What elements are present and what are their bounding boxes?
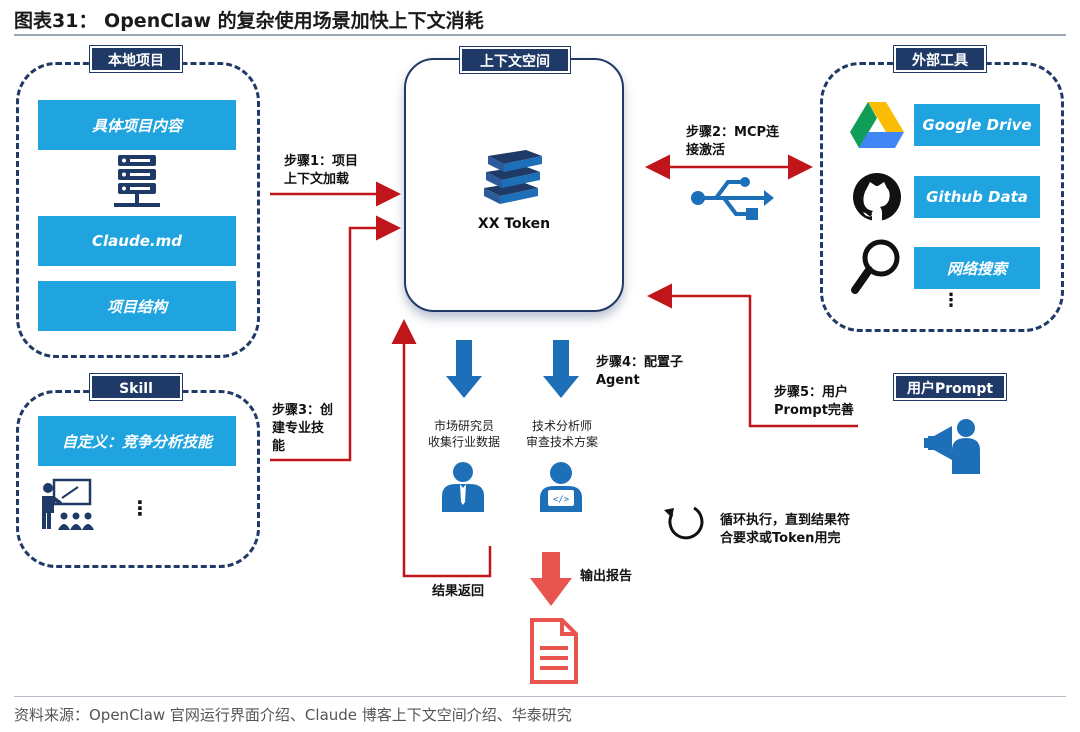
tech-analyst-icon: </> xyxy=(540,462,582,512)
market-researcher-icon xyxy=(442,462,484,512)
external-tools-tag: 外部工具 xyxy=(893,45,987,73)
google-drive-icon xyxy=(850,100,904,150)
step5-arrow xyxy=(647,283,858,428)
svg-text:</>: </> xyxy=(553,495,570,505)
books-icon xyxy=(478,142,544,204)
title-divider xyxy=(14,34,1066,36)
teacher-icon xyxy=(40,478,94,532)
github-icon xyxy=(852,170,902,224)
project-structure-box: 项目结构 xyxy=(38,281,236,331)
output-report-label: 输出报告 xyxy=(580,569,633,584)
result-return-label: 结果返回 xyxy=(432,584,485,599)
project-content-box: 具体项目内容 xyxy=(38,100,236,150)
custom-skill-box: 自定义：竞争分析技能 xyxy=(38,416,236,466)
skill-ellipsis: ⋮ xyxy=(130,496,150,520)
report-document-icon xyxy=(530,618,578,684)
user-prompt-tag: 用户Prompt xyxy=(893,373,1007,401)
output-down-arrow xyxy=(530,552,572,606)
market-researcher-label: 市场研究员收集行业数据 xyxy=(427,419,500,449)
agent-down-arrow-2 xyxy=(543,340,579,398)
server-icon xyxy=(112,153,162,211)
footer-divider xyxy=(14,696,1066,697)
google-drive-box: Google Drive xyxy=(914,104,1040,146)
agent-down-arrow-1 xyxy=(446,340,482,398)
step3-arrow xyxy=(270,215,401,462)
step3-label: 步骤3：创建专业技能 xyxy=(272,403,334,454)
loop-label: 循环执行，直到结果符合要求或Token用完 xyxy=(720,513,851,546)
loop-icon xyxy=(664,506,704,540)
web-search-box: 网络搜索 xyxy=(914,247,1040,289)
step2-label: 步骤2：MCP连接激活 xyxy=(686,125,780,158)
result-return-arrow xyxy=(391,319,492,578)
github-data-box: Github Data xyxy=(914,176,1040,218)
tools-ellipsis: ⋮ xyxy=(942,290,960,311)
context-space-tag: 上下文空间 xyxy=(459,46,571,74)
magnifier-icon xyxy=(850,238,902,296)
local-project-tag: 本地项目 xyxy=(89,45,183,73)
tech-analyst-label: 技术分析师审查技术方案 xyxy=(525,419,598,449)
usb-icon xyxy=(691,177,774,220)
megaphone-user-icon xyxy=(924,412,982,474)
step1-label: 步骤1：项目上下文加载 xyxy=(284,154,359,187)
skill-tag: Skill xyxy=(89,373,183,401)
figure-title: 图表31： OpenClaw 的复杂使用场景加快上下文消耗 xyxy=(14,10,484,32)
source-note: 资料来源：OpenClaw 官网运行界面介绍、Claude 博客上下文空间介绍、… xyxy=(14,706,572,724)
claude-md-box: Claude.md xyxy=(38,216,236,266)
token-label: XX Token xyxy=(477,216,551,232)
